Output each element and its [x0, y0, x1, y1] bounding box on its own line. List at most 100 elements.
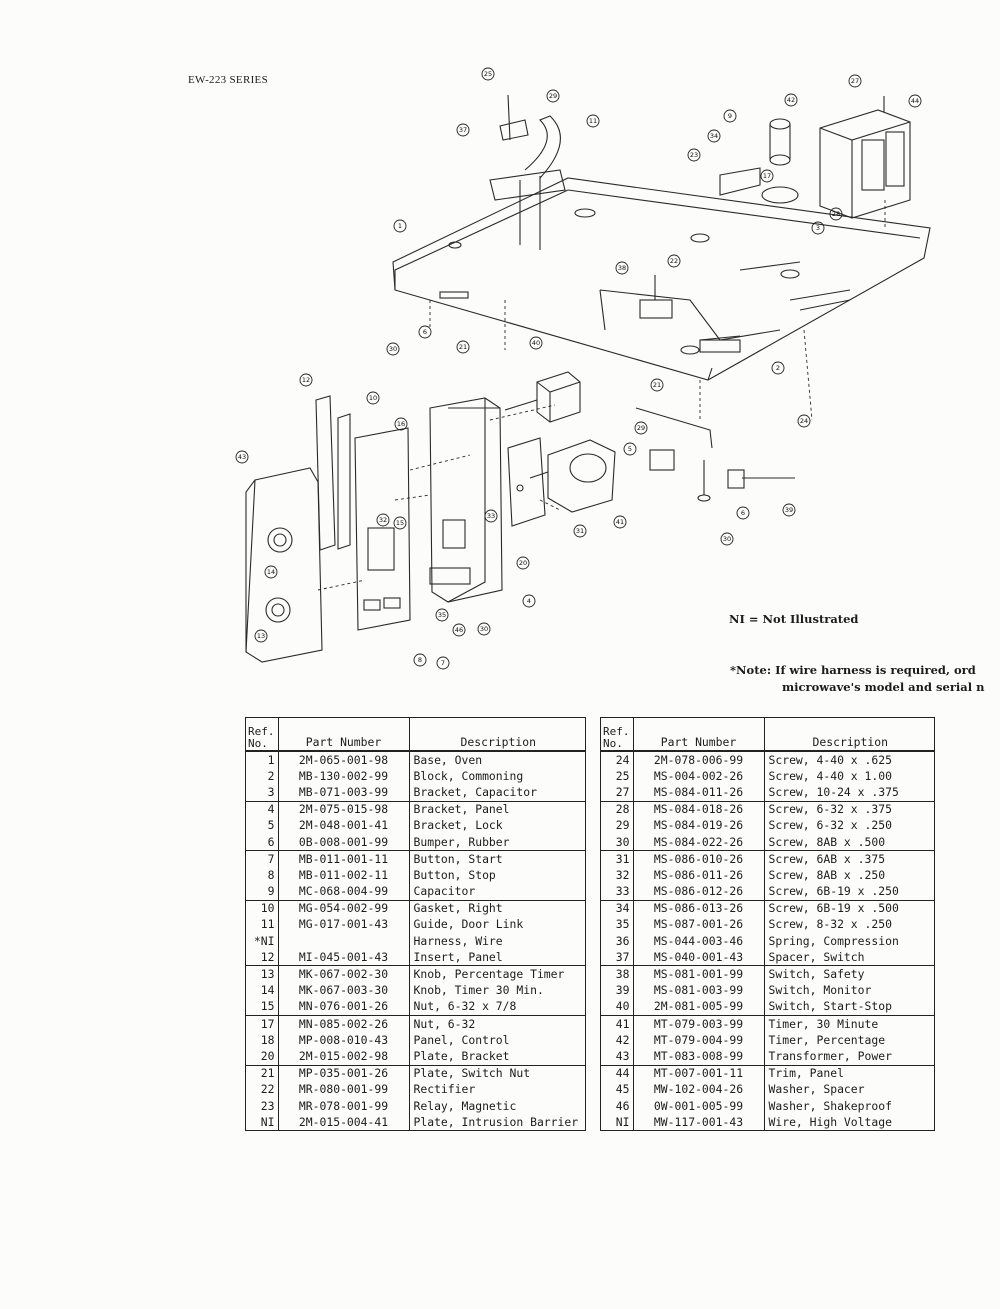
ref-no-cell: 24	[600, 751, 634, 769]
ref-no-header: Ref.No.	[600, 717, 634, 752]
part-number-cell: MS-084-019-26	[633, 817, 765, 834]
description-cell: Bracket, Capacitor	[413, 784, 537, 799]
part-number-cell: MR-080-001-99	[278, 1081, 410, 1098]
part-number-cell: MT-079-003-99	[633, 1015, 765, 1033]
description-cell: Guide, Door Link	[413, 917, 524, 932]
callout-label: 15	[396, 519, 404, 527]
part-number-cell: MK-067-002-30	[278, 965, 410, 983]
timer-30-drawing	[504, 371, 581, 423]
description-cell: Block, Commoning	[413, 768, 524, 783]
ref-no-cell: 34	[600, 899, 634, 917]
ref-no-cell: 8	[245, 867, 279, 884]
description-cell: Knob, Timer 30 Min.	[413, 983, 544, 998]
part-number-header: Part Number	[278, 717, 410, 752]
ref-no-cell: 7	[245, 850, 279, 868]
callout-label: 21	[459, 343, 467, 351]
description-cell: Screw, 8AB x .250	[768, 867, 886, 882]
description-cell: Washer, Spacer	[768, 1082, 865, 1097]
exploded-parts-diagram: 1 2 3 4 5 6 6 7 8 9 10 11 12 13 14 15 16…	[235, 67, 931, 670]
ref-no-cell: 31	[600, 850, 634, 868]
part-number-cell: MS-084-018-26	[633, 800, 765, 818]
ref-no-cell: 37	[600, 949, 634, 966]
description-cell: Screw, 6-32 x .375	[764, 800, 935, 818]
callout-label: 29	[637, 424, 645, 432]
callout-label: 41	[616, 518, 624, 526]
wire-note-line-2: microwave's model and serial n	[782, 680, 985, 694]
description-cell: Gasket, Right	[409, 899, 586, 917]
ref-no-cell: 38	[600, 965, 634, 983]
part-number-cell: MP-035-001-26	[278, 1064, 410, 1082]
ref-no-cell: 4	[245, 800, 279, 818]
part-number-cell: MW-102-004-26	[633, 1081, 765, 1098]
callout-label: 21	[653, 381, 661, 389]
description-cell: Capacitor	[413, 884, 476, 899]
ref-no-cell: 12	[245, 949, 279, 966]
ref-no-cell: 13	[245, 965, 279, 983]
description-cell: Button, Start	[409, 850, 586, 868]
ref-no-cell: 30	[600, 833, 634, 851]
description-cell: Trim, Panel	[764, 1064, 935, 1082]
ref-no-cell: 14	[245, 982, 279, 999]
callout-label: 10	[369, 394, 377, 402]
callout-label: 2	[776, 364, 780, 372]
callout-label: 25	[484, 70, 492, 78]
callout-label: 5	[628, 445, 632, 453]
capacitor-drawing	[719, 118, 799, 204]
ref-no-cell: 40	[600, 998, 634, 1016]
part-number-cell: 2M-078-006-99	[633, 751, 765, 769]
description-cell: Base, Oven	[413, 752, 483, 767]
table-header-row: Ref.No. Part Number Description	[245, 717, 586, 752]
callout-label: 29	[549, 92, 557, 100]
part-number-cell: MN-085-002-26	[278, 1015, 410, 1033]
ref-no-cell: 15	[245, 998, 279, 1016]
callout-label: 35	[438, 611, 446, 619]
callout-label: 44	[911, 97, 919, 105]
part-number-cell: MS-086-011-26	[633, 867, 765, 884]
ref-no-header: Ref.No.	[245, 717, 279, 752]
ref-no-cell: 21	[245, 1064, 279, 1082]
callout-label: 23	[690, 151, 698, 159]
callout-label: 43	[238, 453, 246, 461]
ref-no-cell: 27	[600, 784, 634, 802]
description-cell: Harness, Wire	[413, 933, 503, 948]
description-cell: Button, Stop	[413, 867, 496, 882]
callout-label: 37	[459, 126, 467, 134]
callout-label: 30	[389, 345, 397, 353]
part-number-cell: 0B-008-001-99	[278, 833, 410, 851]
table-header-row: Ref.No. Part Number Description	[600, 717, 935, 752]
part-number-cell: MW-117-001-43	[633, 1114, 765, 1131]
description-cell: Switch, Start-Stop	[768, 999, 892, 1014]
panel-bracket-drawing	[429, 397, 503, 603]
description-header: Description	[764, 717, 935, 752]
description-cell: Screw, 6AB x .375	[764, 850, 935, 868]
ref-no-cell: NI	[600, 1114, 634, 1131]
callout-label: 40	[532, 339, 540, 347]
description-cell: Wire, High Voltage	[768, 1114, 892, 1129]
description-cell: Screw, 8-32 x .250	[768, 917, 892, 932]
callout-label: 30	[723, 535, 731, 543]
callout-label: 27	[851, 77, 859, 85]
part-number-cell: MS-087-001-26	[633, 916, 765, 934]
part-number-cell: MP-008-010-43	[278, 1032, 410, 1049]
description-cell: Transformer, Power	[768, 1048, 892, 1063]
callout-label: 7	[441, 659, 445, 667]
ref-no-cell: 33	[600, 883, 634, 901]
ref-no-cell: 29	[600, 817, 634, 834]
description-cell: Switch, Monitor	[768, 983, 872, 998]
